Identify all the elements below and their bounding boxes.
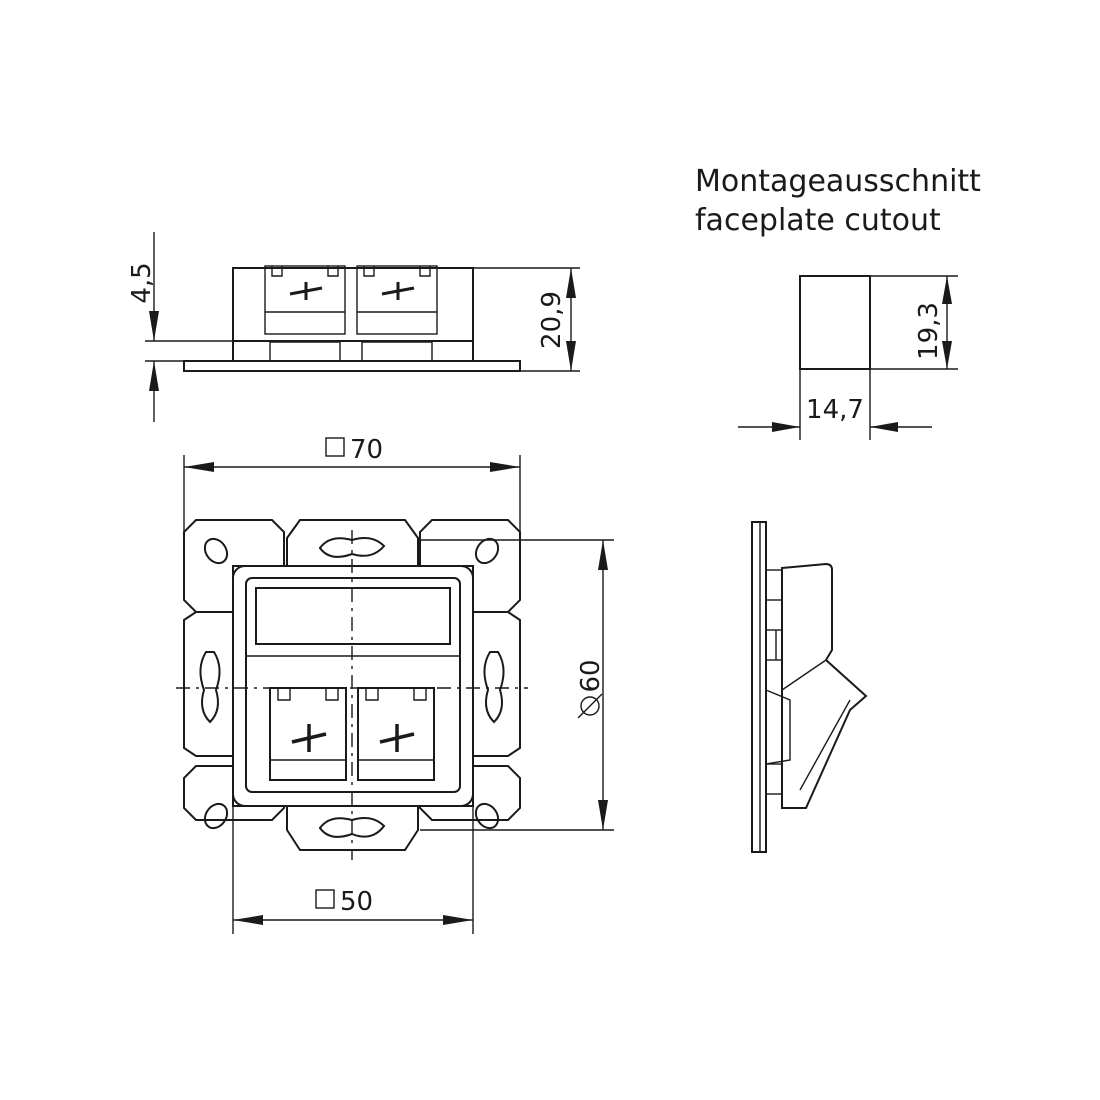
rj45-jack-left: [269, 687, 347, 781]
dim-diameter-label: 60: [576, 659, 606, 692]
screw-hole-icon: [203, 802, 229, 830]
diameter-symbol-icon: [577, 693, 603, 719]
top-elevation-view: 4,5 20,9: [127, 232, 580, 422]
keyhole-slot-icon: [318, 817, 386, 838]
square-symbol-icon: [325, 437, 345, 457]
jack-screw-icon: [289, 282, 323, 300]
faceplate: [232, 565, 474, 807]
keyhole-slot-icon: [318, 537, 386, 558]
dim-outer-square-label: 70: [350, 435, 383, 465]
jack-screw-icon: [381, 282, 415, 300]
dim-height-label: 20,9: [537, 291, 567, 349]
mounting-plate: [751, 521, 767, 853]
screw-hole-icon: [474, 802, 500, 830]
cutout-title-en: faceplate cutout: [695, 203, 941, 238]
cutout-title-de: Montageausschnitt: [695, 164, 981, 199]
front-view: 70: [176, 435, 614, 934]
dim-thickness-label: 4,5: [127, 262, 157, 303]
rj45-jack-right: [357, 687, 435, 781]
label-window: [255, 587, 451, 645]
dim-inner-square-label: 50: [340, 887, 373, 917]
side-profile-view: [751, 521, 868, 853]
screw-hole-icon: [203, 537, 229, 565]
dim-cutout-width-label: 14,7: [806, 395, 864, 425]
cutout-view: 19,3 14,7: [738, 275, 958, 440]
keyhole-slot-icon: [199, 651, 221, 724]
dim-cutout-height-label: 19,3: [914, 302, 944, 360]
keyhole-slot-icon: [483, 651, 505, 724]
square-symbol-icon: [315, 889, 335, 909]
